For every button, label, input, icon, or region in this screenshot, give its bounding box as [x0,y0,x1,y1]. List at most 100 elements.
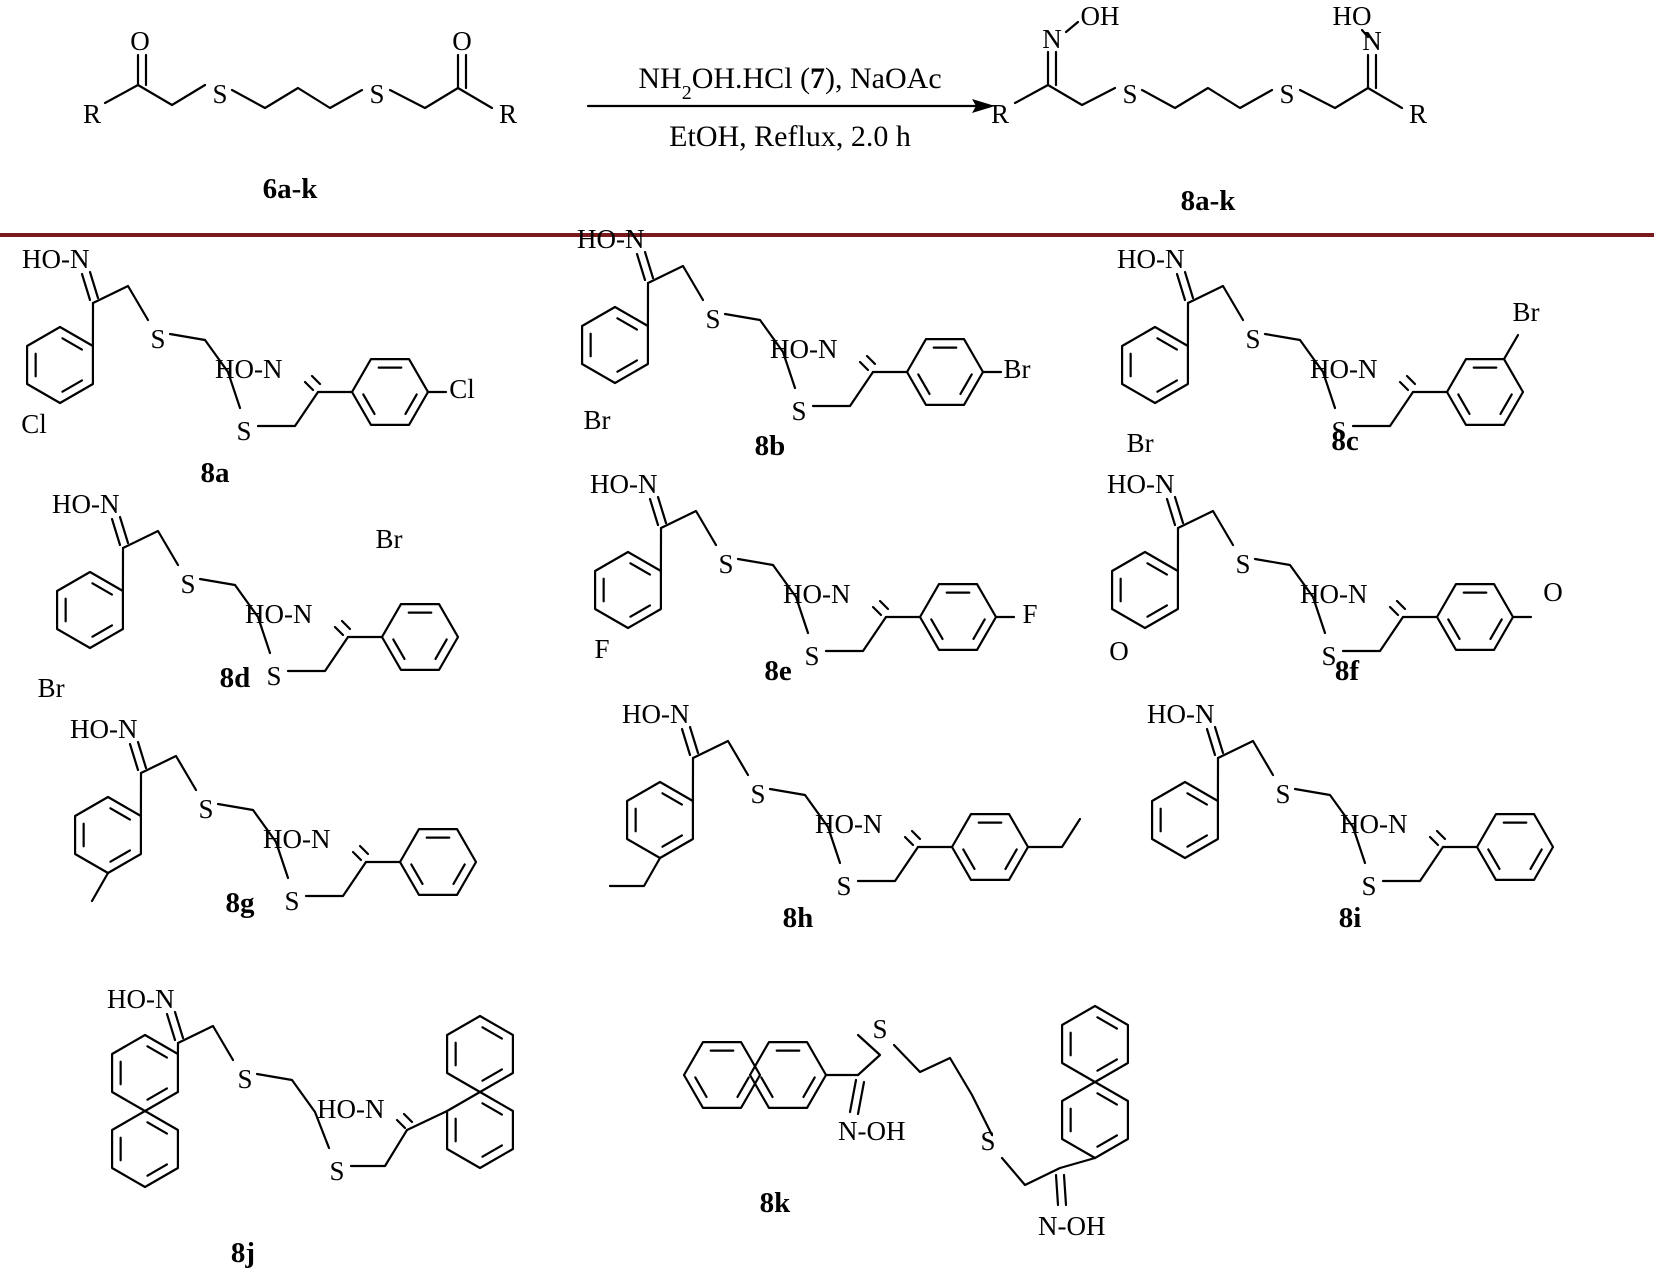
sulfur-atom: S [198,794,213,824]
compound-label: 8j [231,1237,255,1269]
oxime-double-bond [82,274,90,300]
ring-outline [1112,552,1178,628]
oxime-group: HO-N [1107,469,1175,499]
aromatic-bond [695,1077,706,1096]
aromatic-bond [1097,1093,1116,1104]
sulfur-atom: S [872,1014,887,1044]
substituent-left: Br [38,673,65,703]
oxygen-atom: O [452,26,472,56]
chain-bond [1002,1158,1060,1185]
sulfur-atom: S [266,661,281,691]
substituent-right: Br [1004,354,1031,384]
sulfur-atom: S [980,1126,995,1156]
oxime-double-bond [1167,499,1175,525]
ring-outline [447,1016,513,1092]
compound-label: 8c [1331,425,1359,457]
ring-outline [1477,814,1553,880]
oxime-double-bond [867,356,875,364]
substituent-left: Br [1127,428,1154,458]
ring-outline [447,1092,513,1168]
ring-outline [1447,359,1523,425]
hydroxyl-group: OH [1081,1,1120,31]
aromatic-bond [92,583,111,594]
chain-bond [648,266,703,300]
oxime-group: HO-N [783,579,851,609]
oxime-double-bond [120,517,128,543]
oxime-double-bond [650,499,658,525]
aromatic-bond [1097,1135,1116,1146]
r-group: R [499,99,517,129]
nitrogen-atom: N [1042,24,1062,54]
methyl-bond [92,873,108,901]
oxime-group: HO-N [317,1094,385,1124]
oxime-double-bond [404,1114,412,1122]
oxime-double-bond [645,252,653,278]
substituent-right: Cl [449,374,475,404]
aromatic-bond [1005,849,1016,868]
aryl-ring-left [1152,782,1218,858]
aromatic-bond [482,1145,501,1156]
oxime-group: HO-N [107,984,175,1014]
sulfur-atom: S [791,396,806,426]
aromatic-bond [617,360,636,371]
chain-bond [813,372,873,406]
substituent-right: Br [376,524,403,554]
compound-label: 8b [755,430,786,462]
aromatic-bond [1500,394,1511,413]
aromatic-bond [1097,1059,1116,1070]
ring-outline [595,552,661,628]
chain-bond [390,88,492,108]
chain-bond [1353,392,1413,426]
r-group: R [1409,99,1427,129]
aryl-ring-left [1122,327,1188,403]
oxime-double-bond [1390,607,1398,615]
oxime-group: HO-N [22,244,90,274]
aromatic-bond [92,625,111,636]
oxime-group: HO-N [590,469,658,499]
ring-outline [920,584,996,650]
oxime-double-bond [850,1080,856,1112]
chain-bond [178,1026,233,1060]
reagent-conditions: NH2OH.HCl (7), NaOAc [638,62,941,104]
sulfur-atom: S [212,79,227,109]
aromatic-bond [482,1103,501,1114]
ring-outline [1122,327,1188,403]
chain-bond [661,511,716,545]
oxime-group: HO-N [215,354,283,384]
oxime-group: HO-N [263,824,331,854]
oxime-double-bond [1177,274,1185,300]
sulfur-atom: S [718,549,733,579]
aromatic-bond [62,338,81,349]
substituent-left: O [1109,636,1129,666]
ring-outline [750,1042,826,1108]
oxime-double-bond [1056,1175,1058,1205]
oxime-double-bond [397,1120,405,1128]
ring-outline [952,814,1028,880]
aromatic-bond [411,864,422,883]
oxime-group: HO-N [1117,244,1185,274]
oxime-double-bond [167,1014,175,1040]
sulfur-atom: S [804,641,819,671]
sulfur-atom: S [1279,79,1294,109]
chain-bond [288,637,348,671]
aryl-ring-right [382,604,458,670]
compound-label: 8f [1335,655,1360,687]
naphthyl-ring-d [447,1016,513,1092]
naphthyl-ring-a [684,1042,760,1108]
substituent-right: Br [1513,297,1540,327]
chain-bond [258,392,318,426]
product-label: 8a-k [1181,185,1237,217]
aromatic-bond [147,1088,166,1099]
ring-outline [27,327,93,403]
naphthyl-ring-c [447,1092,513,1168]
substituent-right: O [1543,577,1563,607]
chain-bond [1383,847,1443,881]
sulfur-atom: S [750,779,765,809]
aromatic-bond [1458,394,1469,413]
